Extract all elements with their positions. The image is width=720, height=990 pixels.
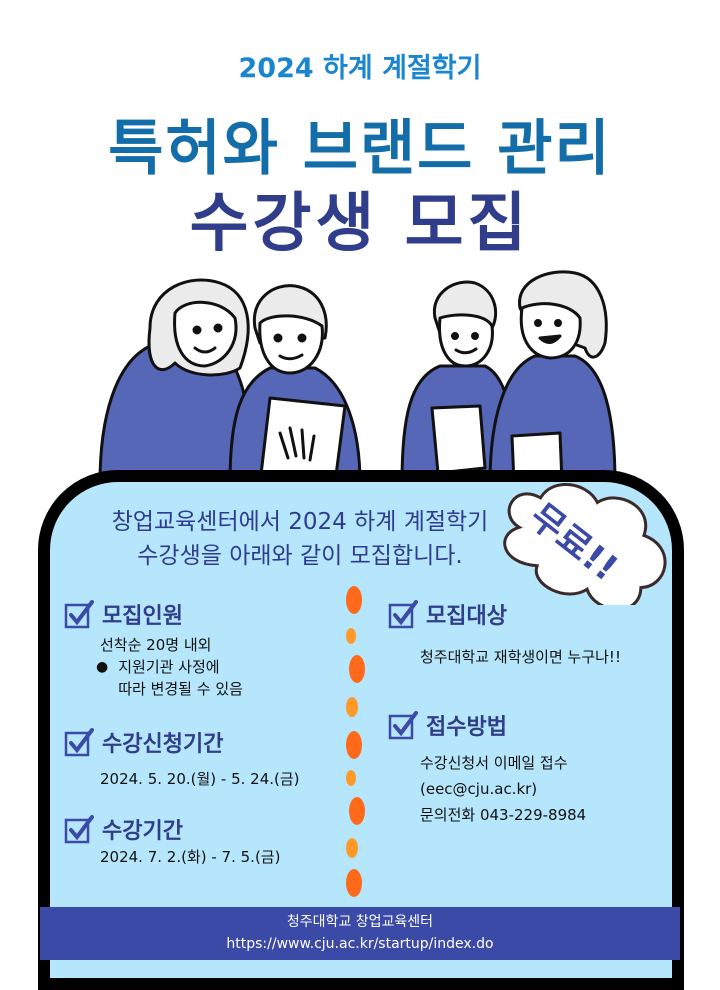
apply-period-title: 수강신청기간 xyxy=(102,732,224,757)
target-value: 청주대학교 재학생이면 누구나!! xyxy=(420,648,621,666)
intro-line-2: 수강생을 아래와 같이 모집합니다. xyxy=(137,543,463,569)
method-title: 접수방법 xyxy=(426,715,507,740)
recruit-count-body: 선착순 20명 내외 ● 지원기관 사정에 따라 변경될 수 있음 xyxy=(96,634,243,700)
event-subtitle: 2024 하계 계절학기 xyxy=(238,53,482,84)
footer-org: 청주대학교 창업교육센터 xyxy=(286,914,434,930)
course-period-title: 수강기간 xyxy=(102,819,183,844)
note-line-2: 따라 변경될 수 있음 xyxy=(118,680,243,698)
checkbox-icon xyxy=(64,600,94,629)
cloud-icon xyxy=(503,483,667,611)
section-target: 모집대상 xyxy=(388,598,507,630)
recruit-count-note: ● 지원기관 사정에 따라 변경될 수 있음 xyxy=(96,656,243,700)
target-title: 모집대상 xyxy=(426,604,507,629)
method-line-1: 수강신청서 이메일 접수 xyxy=(420,754,568,772)
section-apply-period: 수강신청기간 xyxy=(64,726,223,758)
footer: 청주대학교 창업교육센터 https://www.cju.ac.kr/start… xyxy=(40,907,680,960)
students-illustration xyxy=(98,270,617,483)
section-recruit-count: 모집인원 xyxy=(64,598,183,630)
note-line-1: 지원기관 사정에 xyxy=(118,658,220,676)
recruit-count-value: 선착순 20명 내외 xyxy=(100,636,212,654)
recruit-count-title: 모집인원 xyxy=(102,604,183,629)
checkbox-icon xyxy=(64,815,94,844)
section-course-period: 수강기간 xyxy=(64,813,183,845)
apply-period-value: 2024. 5. 20.(월) - 5. 24.(금) xyxy=(100,770,300,788)
recruitment-title: 수강생 모집 xyxy=(189,187,531,261)
free-badge: 무료!! xyxy=(488,480,678,611)
method-phone: 문의전화 043-229-8984 xyxy=(420,806,587,824)
checkbox-icon xyxy=(388,600,418,629)
course-title: 특허와 브랜드 관리 xyxy=(108,114,612,184)
course-period-value: 2024. 7. 2.(화) - 7. 5.(금) xyxy=(100,848,281,866)
method-email[interactable]: (eec@cju.ac.kr) xyxy=(420,780,538,798)
method-body: 수강신청서 이메일 접수 (eec@cju.ac.kr) 문의전화 043-22… xyxy=(420,750,586,828)
footer-url[interactable]: https://www.cju.ac.kr/startup/index.do xyxy=(226,936,494,952)
section-method: 접수방법 xyxy=(388,709,507,741)
bullet-icon: ● xyxy=(96,659,109,675)
intro-text: 창업교육센터에서 2024 하계 계절학기 수강생을 아래와 같이 모집합니다. xyxy=(90,505,510,573)
checkbox-icon xyxy=(388,711,418,740)
checkbox-icon xyxy=(64,728,94,757)
flower-divider xyxy=(346,586,365,897)
intro-line-1: 창업교육센터에서 2024 하계 계절학기 xyxy=(111,509,489,535)
